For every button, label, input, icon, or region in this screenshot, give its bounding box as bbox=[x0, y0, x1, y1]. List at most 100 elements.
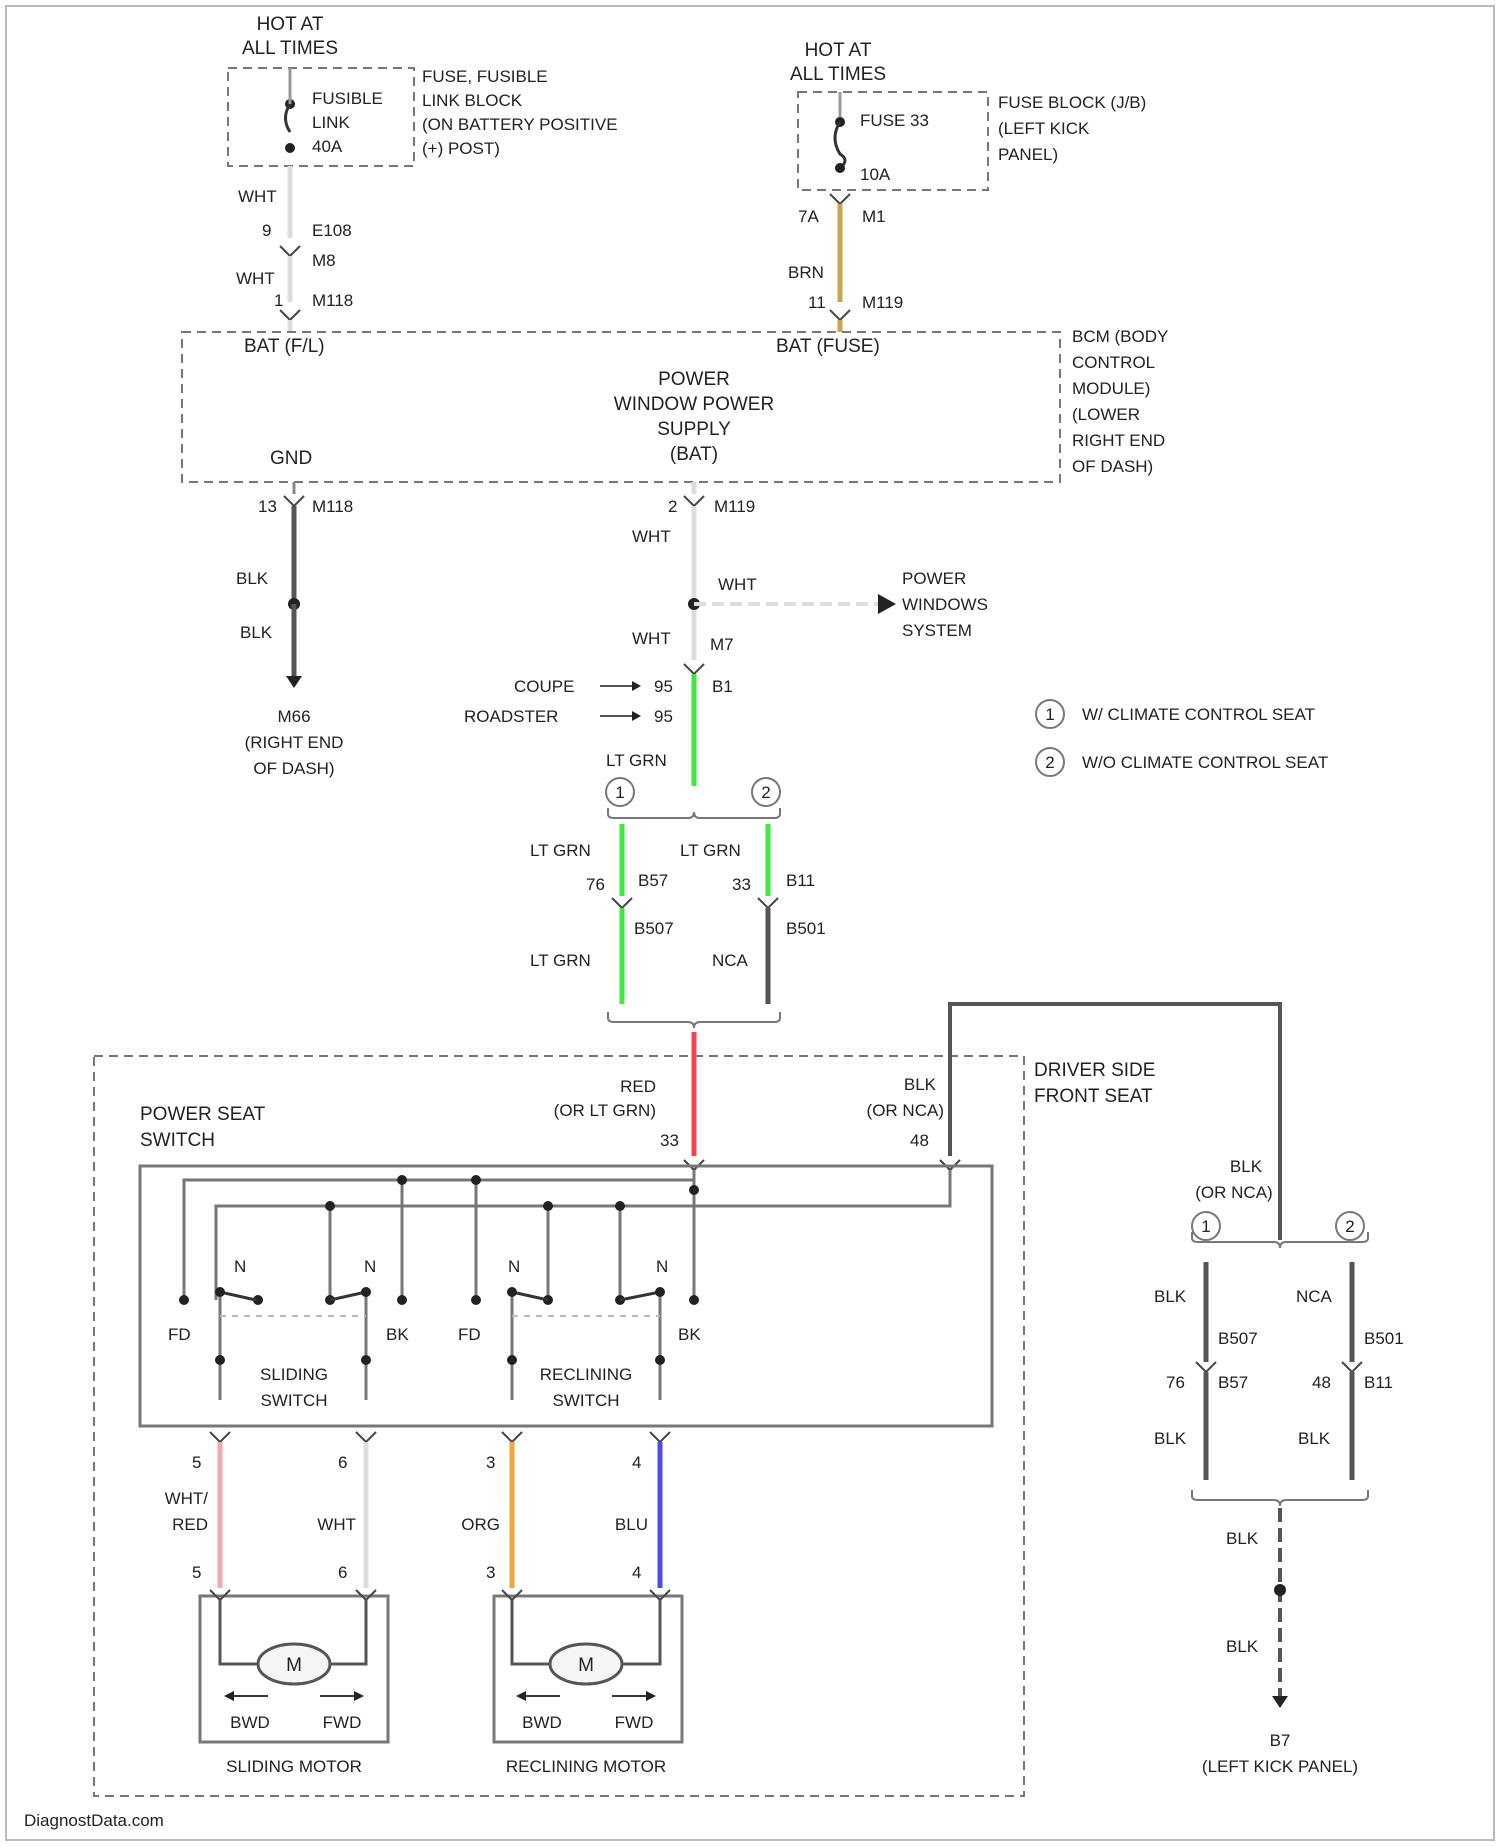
wire-label-red-1: RED bbox=[620, 1077, 656, 1096]
hot-at-left-2: ALL TIMES bbox=[242, 38, 338, 59]
coupe-pin: 95 bbox=[654, 677, 673, 696]
fuse-block-left-label-3: (ON BATTERY POSITIVE bbox=[422, 115, 618, 134]
pin-13: 13 bbox=[258, 497, 277, 516]
wire-label-wht-red-2: RED bbox=[172, 1515, 208, 1534]
coupe-label: COUPE bbox=[514, 677, 574, 696]
connector-m119-supply-symbol bbox=[684, 496, 704, 506]
n-label-2: N bbox=[364, 1257, 376, 1276]
roadster-label: ROADSTER bbox=[464, 707, 558, 726]
bcm-side-6: OF DASH) bbox=[1072, 457, 1153, 476]
seat-ground-chain: BLK (OR NCA) 1 2 BLK B507 76 B57 BLK NCA… bbox=[1154, 1157, 1404, 1776]
driver-seat-label-1: DRIVER SIDE bbox=[1034, 1060, 1155, 1081]
wire-label-blk-1: BLK bbox=[236, 569, 269, 588]
conn-m1: M1 bbox=[862, 207, 886, 226]
pin-6-top: 6 bbox=[338, 1453, 347, 1472]
connector-b1-symbol bbox=[684, 664, 704, 674]
wire-label-nca-opt2: NCA bbox=[712, 951, 749, 970]
wire-label-wht-2: WHT bbox=[236, 269, 275, 288]
top-left-source: HOT AT ALL TIMES FUSIBLE LINK 40A FUSE, … bbox=[228, 14, 618, 166]
bcm-module: BAT (F/L) BAT (FUSE) POWER WINDOW POWER … bbox=[182, 327, 1168, 482]
wire-label-wht-1: WHT bbox=[238, 187, 277, 206]
power-seat-switch-label-2: SWITCH bbox=[140, 1130, 215, 1151]
bcm-center-2: WINDOW POWER bbox=[614, 394, 774, 415]
reclining-fwd-arrow-icon bbox=[646, 1691, 656, 1701]
reclining-motor-label: RECLINING MOTOR bbox=[506, 1757, 666, 1776]
pin-5-bottom: 5 bbox=[192, 1563, 201, 1582]
n-label-3: N bbox=[508, 1257, 520, 1276]
conn-b501-opt2: B501 bbox=[786, 919, 826, 938]
pin-6-bottom: 6 bbox=[338, 1563, 347, 1582]
reclining-switch-label-1: RECLINING bbox=[540, 1365, 633, 1384]
wire-label-red-2: (OR LT GRN) bbox=[554, 1101, 656, 1120]
conn-b1: B1 bbox=[712, 677, 733, 696]
bcm-side-5: RIGHT END bbox=[1072, 431, 1165, 450]
conn-b507-opt1: B507 bbox=[634, 919, 674, 938]
pin-3-top: 3 bbox=[486, 1453, 495, 1472]
option-bracket-bottom bbox=[608, 1012, 780, 1028]
fuse-block-left-label-2: LINK BLOCK bbox=[422, 91, 523, 110]
conn-m119-top: M119 bbox=[862, 293, 903, 312]
connector-b507-gnd-symbol bbox=[1196, 1362, 1216, 1372]
fuse-block-left-label-1: FUSE, FUSIBLE bbox=[422, 67, 548, 86]
conn-b57-opt1: B57 bbox=[638, 871, 668, 890]
arrow-right-icon bbox=[878, 594, 896, 614]
pin-33-opt2: 33 bbox=[732, 875, 751, 894]
pin-76-opt1: 76 bbox=[586, 875, 605, 894]
conn-m7: M7 bbox=[710, 635, 734, 654]
pin-48-gnd: 48 bbox=[1312, 1373, 1331, 1392]
fusible-link-symbol bbox=[286, 104, 291, 132]
reclining-switch-arm-1 bbox=[512, 1292, 548, 1300]
pin-2: 2 bbox=[668, 497, 677, 516]
sliding-fwd-label: FWD bbox=[323, 1713, 362, 1732]
bk-label-2: BK bbox=[678, 1325, 701, 1344]
n-label-1: N bbox=[234, 1257, 246, 1276]
power-windows-label-1: POWER bbox=[902, 569, 966, 588]
bcm-side-1: BCM (BODY bbox=[1072, 327, 1168, 346]
gnd-splice-right bbox=[1274, 1584, 1286, 1596]
ground-b7: B7 bbox=[1270, 1731, 1291, 1750]
right-supply-chain: 7A M1 BRN 11 M119 bbox=[788, 194, 903, 332]
conn-b11-gnd: B11 bbox=[1364, 1373, 1393, 1392]
fuse-33-name: FUSE 33 bbox=[860, 111, 929, 130]
wire-label-wht-supply-2: WHT bbox=[632, 629, 671, 648]
reclining-motor-m: M bbox=[578, 1655, 594, 1676]
wire-label-nca-gnd-opt2-top: NCA bbox=[1296, 1287, 1333, 1306]
wire-label-lt-grn-supply: LT GRN bbox=[606, 751, 667, 770]
bcm-bat-fl: BAT (F/L) bbox=[244, 336, 325, 357]
legend-num-1: 1 bbox=[1045, 705, 1054, 724]
pin-3-bottom: 3 bbox=[486, 1563, 495, 1582]
connector-m1-symbol bbox=[830, 194, 850, 204]
wire-label-lt-grn-opt1-bottom: LT GRN bbox=[530, 951, 591, 970]
ground-m66-label-2: OF DASH) bbox=[253, 759, 334, 778]
wire-label-blk-seat-1: BLK bbox=[904, 1075, 937, 1094]
fd-label-1: FD bbox=[168, 1325, 191, 1344]
fuse-33-terminal-bottom bbox=[835, 163, 845, 173]
connector-m119-symbol bbox=[830, 310, 850, 320]
pin-7a: 7A bbox=[798, 207, 819, 226]
blk-or-nca-label-2: (OR NCA) bbox=[1195, 1183, 1272, 1202]
top-right-source: HOT AT ALL TIMES FUSE 33 10A FUSE BLOCK … bbox=[790, 40, 1146, 190]
sliding-switch-arm-2 bbox=[330, 1292, 366, 1300]
wire-blk-seat-return bbox=[950, 1004, 1280, 1240]
option-num-2: 2 bbox=[761, 783, 770, 802]
bcm-center-4: (BAT) bbox=[670, 444, 718, 465]
fuse-block-left-label-4: (+) POST) bbox=[422, 139, 500, 158]
connector-b501-gnd-symbol bbox=[1342, 1362, 1362, 1372]
power-windows-label-2: WINDOWS bbox=[902, 595, 988, 614]
ground-m66-label-1: (RIGHT END bbox=[245, 733, 344, 752]
wire-label-blk-gnd-opt2-bottom: BLK bbox=[1298, 1429, 1331, 1448]
sliding-bwd-label: BWD bbox=[230, 1713, 270, 1732]
gnd-bracket-bottom bbox=[1192, 1490, 1368, 1506]
ground-icon bbox=[286, 676, 302, 688]
reclining-switch-label-2: SWITCH bbox=[552, 1391, 619, 1410]
sliding-fwd-arrow-icon bbox=[354, 1691, 364, 1701]
option-split: 1 2 LT GRN 76 B57 B507 LT GRN LT GRN 33 … bbox=[530, 778, 826, 1028]
fuse-33-symbol bbox=[835, 122, 845, 168]
bcm-side-3: MODULE) bbox=[1072, 379, 1150, 398]
pin-76-gnd: 76 bbox=[1166, 1373, 1185, 1392]
wire-label-brn: BRN bbox=[788, 263, 824, 282]
conn-m118-top: M118 bbox=[312, 291, 353, 310]
connector-b11-symbol bbox=[758, 898, 778, 908]
hot-at-right-2: ALL TIMES bbox=[790, 64, 886, 85]
